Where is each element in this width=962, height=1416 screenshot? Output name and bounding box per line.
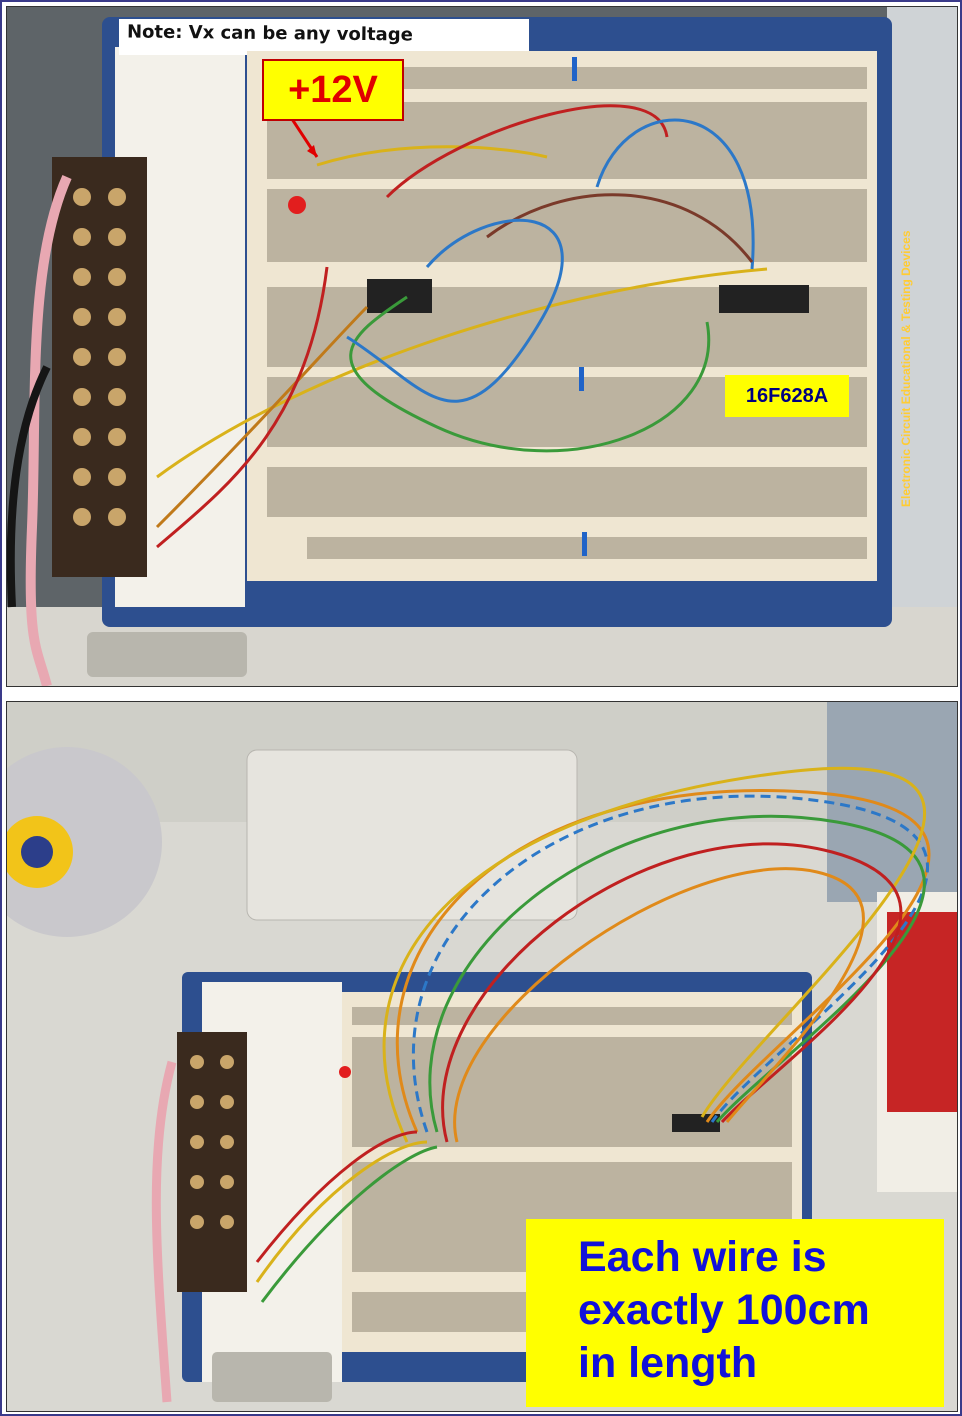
red-led: [288, 196, 306, 214]
top-breadboard-photo: Note: Vx can be any voltage Electronic C…: [6, 6, 958, 687]
wire-length-caption: Each wire is exactly 100cm in length: [526, 1219, 944, 1407]
caption-line-3: in length: [578, 1339, 758, 1387]
board-brand-text: Electronic Circuit Educational & Testing…: [899, 230, 913, 507]
db25-connector: [87, 632, 247, 677]
wire-box: [246, 749, 578, 921]
cd-disc: [7, 747, 162, 937]
voltage-label: +12V: [262, 59, 404, 121]
top-photo-graphic: [7, 7, 957, 686]
chip-label: 16F628A: [725, 375, 849, 417]
caption-line-2: exactly 100cm: [578, 1286, 870, 1334]
ic-16f628a: [719, 285, 809, 313]
caption-line-1: Each wire is: [578, 1233, 827, 1281]
terminal-block: [52, 157, 147, 577]
ic-small: [367, 279, 432, 313]
ic-bottom: [672, 1114, 720, 1132]
note-text: Note: Vx can be any voltage: [126, 21, 413, 46]
